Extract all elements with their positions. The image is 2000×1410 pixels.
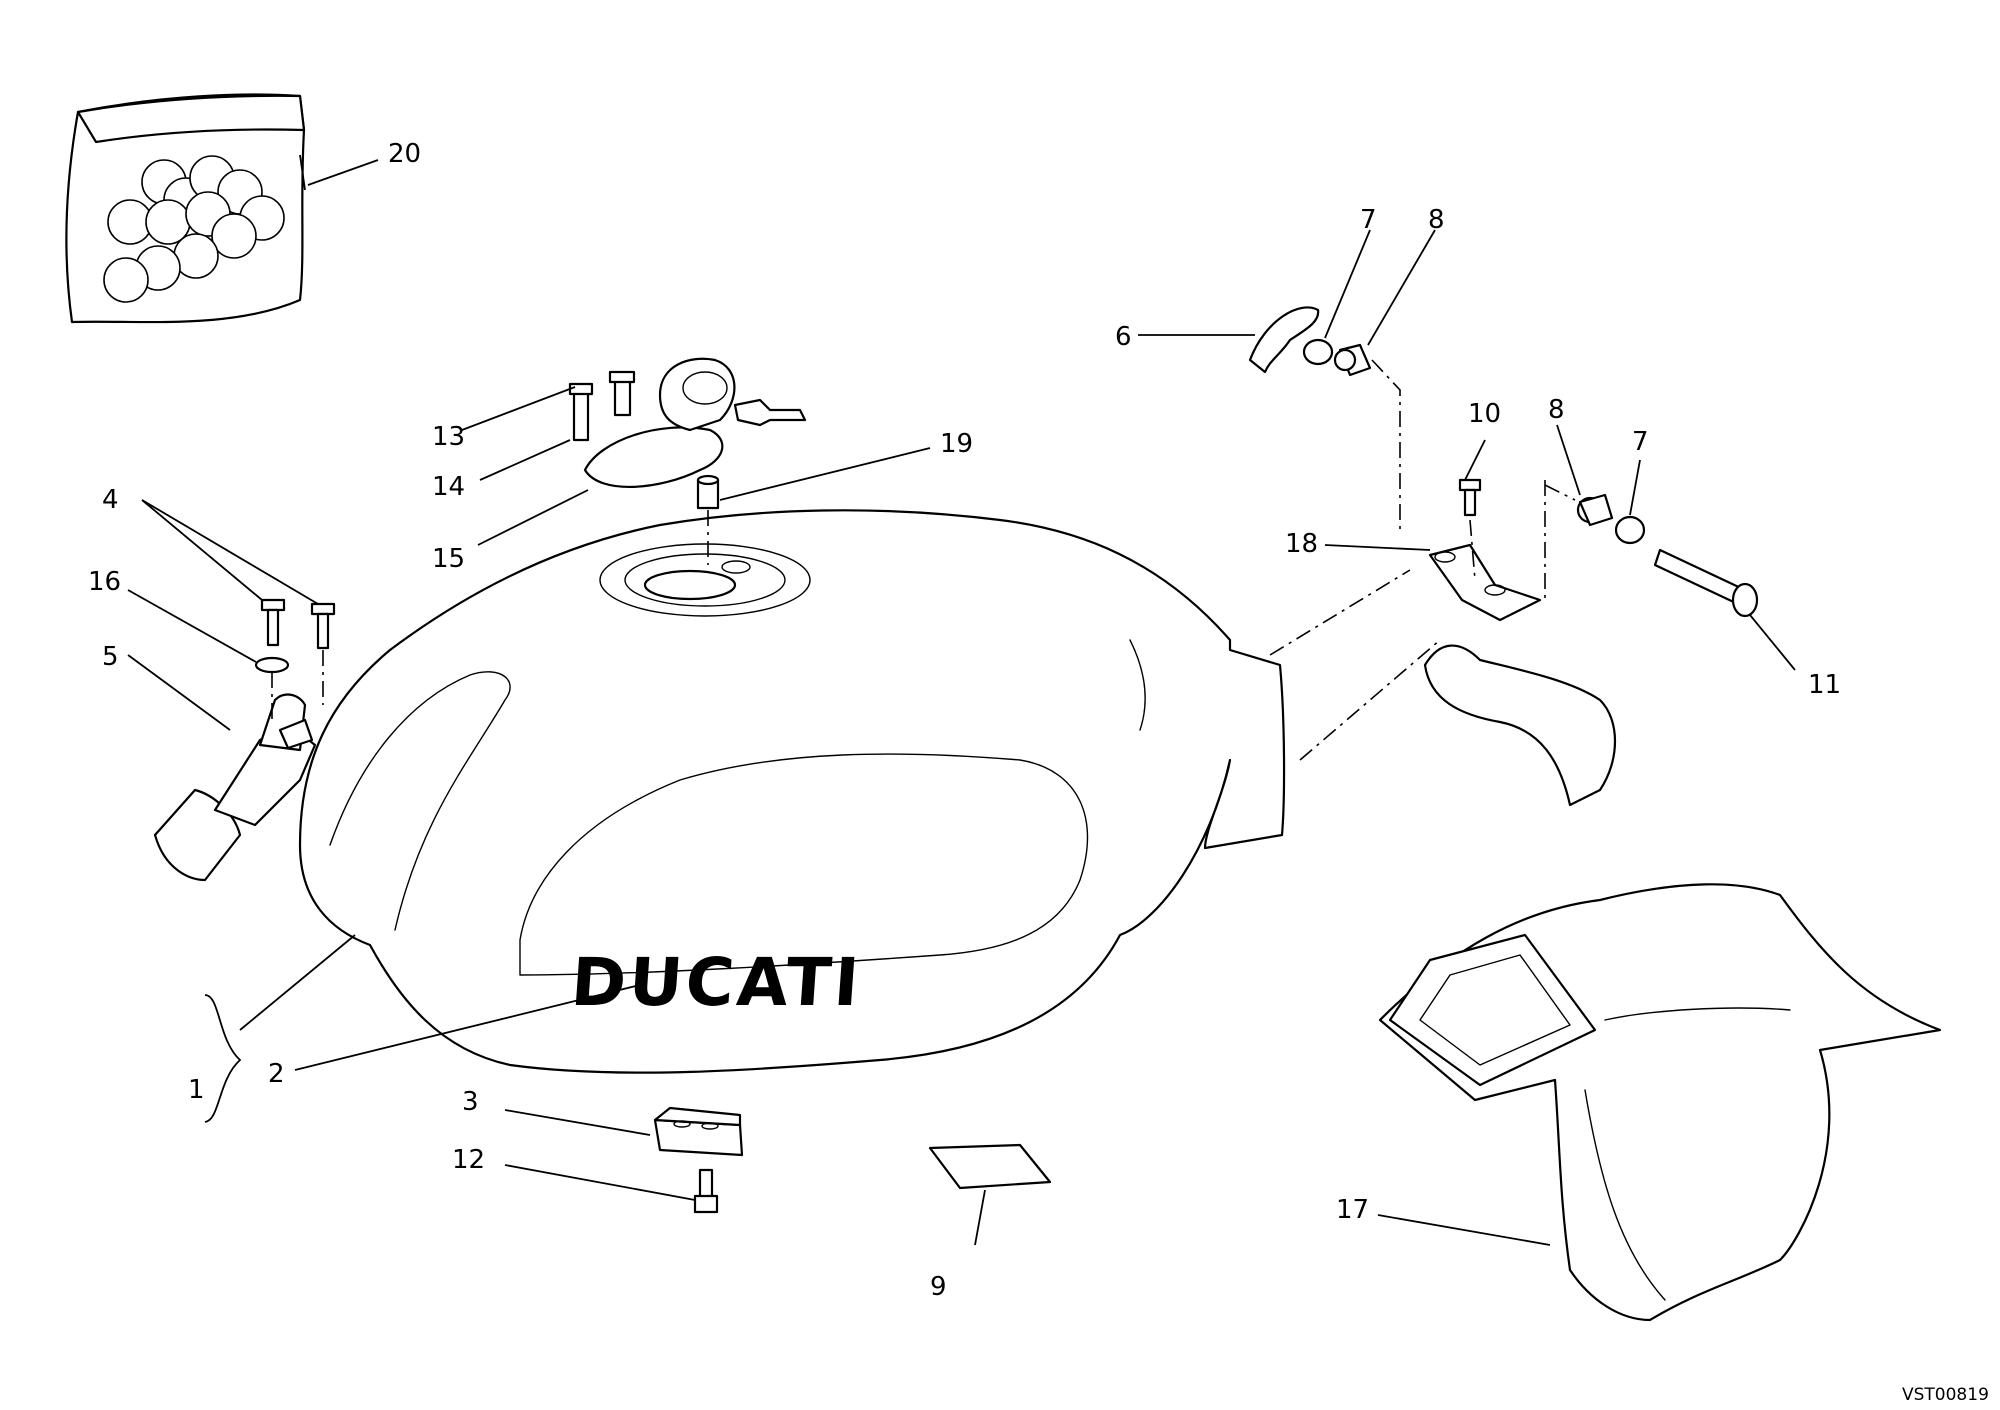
callout-1: 1 xyxy=(188,1075,205,1105)
callout-7-right: 7 xyxy=(1632,427,1649,457)
front-hook-and-bushings xyxy=(1248,306,1401,530)
callout-15: 15 xyxy=(432,544,465,574)
callout-8-right: 8 xyxy=(1548,395,1565,425)
callout-7-top: 7 xyxy=(1360,205,1377,235)
pivot-pin-set xyxy=(1544,484,1759,618)
callout-16: 16 xyxy=(88,567,121,597)
callout-11: 11 xyxy=(1808,670,1841,700)
callout-3: 3 xyxy=(462,1087,479,1117)
filler-cap-assembly xyxy=(568,357,807,565)
callout-9: 9 xyxy=(930,1272,947,1302)
callout-5: 5 xyxy=(102,642,119,672)
callout-labels: 20 4 16 5 13 14 15 19 1 2 3 12 9 6 7 8 1… xyxy=(88,139,1841,1302)
adhesive-pad xyxy=(928,1143,1052,1190)
callout-12: 12 xyxy=(452,1145,485,1175)
rear-latch-assembly xyxy=(153,598,336,882)
drawing-code: VST00819 xyxy=(1902,1385,1989,1405)
callout-10: 10 xyxy=(1468,399,1501,429)
callout-20: 20 xyxy=(388,139,421,169)
leader-lines xyxy=(127,154,1796,1246)
callout-8-top: 8 xyxy=(1428,205,1445,235)
tank-cover-panel xyxy=(1378,883,1942,1322)
decal-badges xyxy=(103,155,285,303)
fuel-tank: DUCATI xyxy=(298,509,1286,1074)
callout-14: 14 xyxy=(432,472,465,502)
callout-6: 6 xyxy=(1115,322,1132,352)
decal-kit-bag xyxy=(65,93,306,324)
callout-17: 17 xyxy=(1336,1195,1369,1225)
rear-block-and-screw xyxy=(653,1106,744,1214)
callout-4: 4 xyxy=(102,485,119,515)
callout-13: 13 xyxy=(432,422,465,452)
callout-2: 2 xyxy=(268,1059,285,1089)
callout-18: 18 xyxy=(1285,529,1318,559)
tank-brand-text: DUCATI xyxy=(569,944,865,1021)
callout-19: 19 xyxy=(940,429,973,459)
mounting-bracket xyxy=(1269,478,1616,807)
